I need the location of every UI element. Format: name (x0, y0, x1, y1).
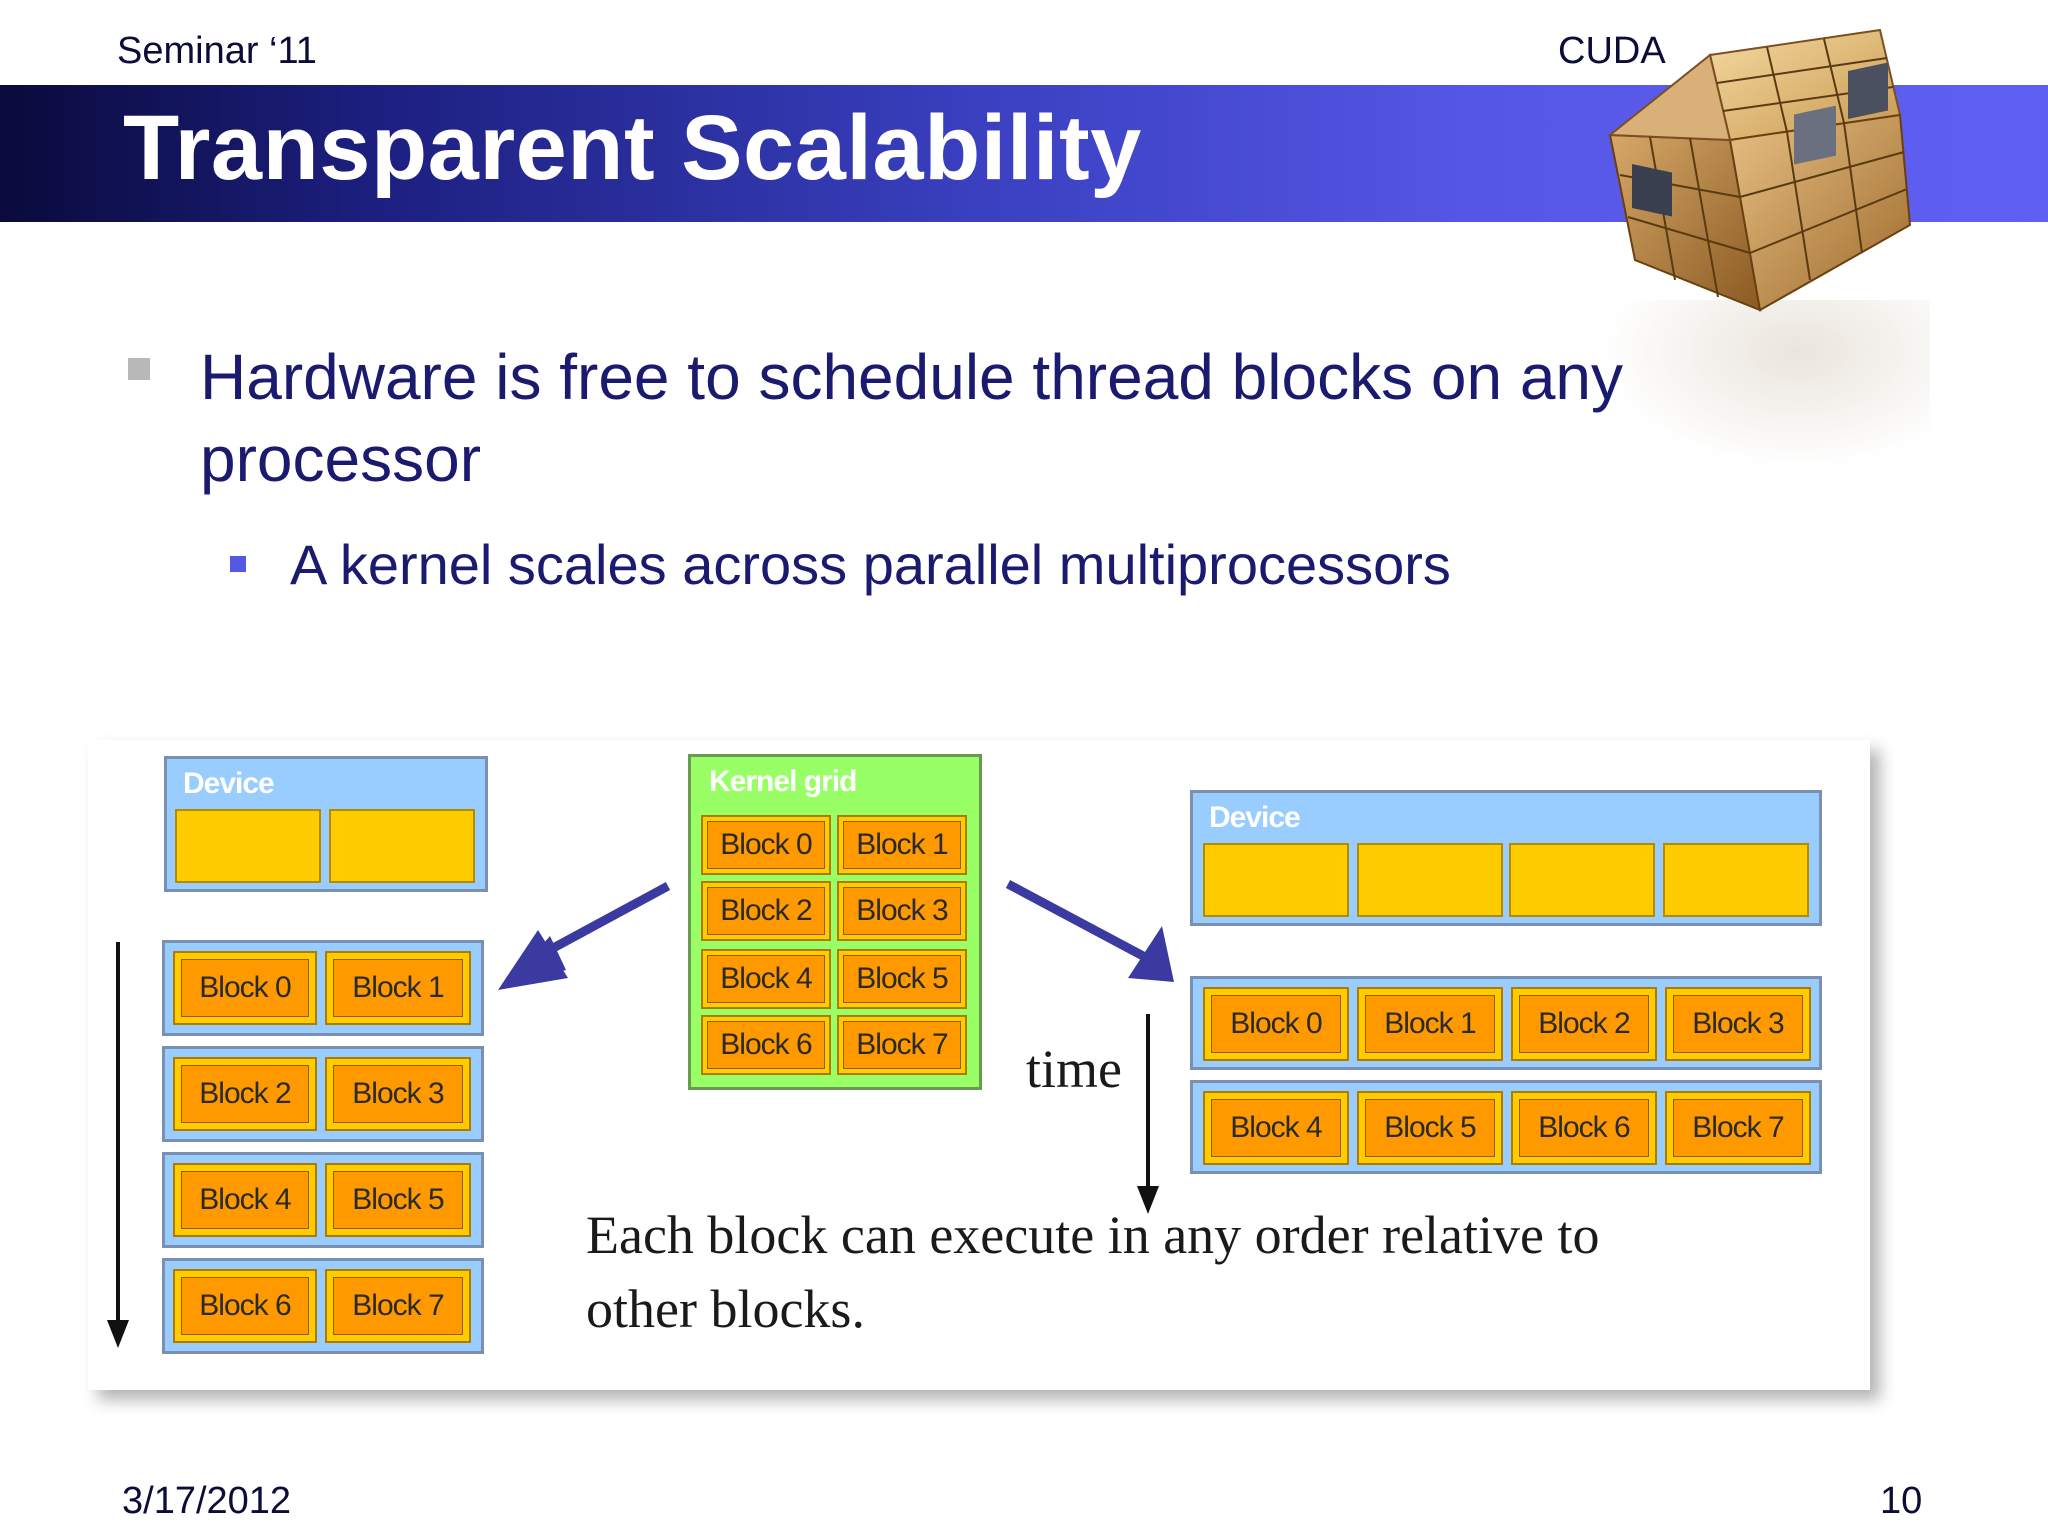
diagram-arrows (107, 880, 1174, 1348)
scalability-diagram: Device Block 0 Block 1 Block 2 Block 3 B… (88, 740, 1870, 1390)
slide-title: Transparent Scalability (123, 97, 1142, 199)
block-label: Block 5 (333, 1171, 463, 1229)
kernel-grid-label: Kernel grid (709, 765, 857, 798)
caption-line2: other blocks. (586, 1279, 865, 1339)
block-label: Block 7 (843, 1021, 961, 1069)
kernel-grid: Kernel grid Block 0 Block 1 Block 2 Bloc… (688, 754, 982, 1090)
time-axis-left (107, 942, 129, 1348)
bullet-text-line2: processor (200, 423, 481, 495)
block: Block 2 (701, 881, 831, 941)
sm-slot (175, 809, 321, 883)
block: Block 4 (701, 949, 831, 1009)
block-label: Block 3 (843, 887, 961, 935)
footer-date: 3/17/2012 (122, 1480, 292, 1522)
arrow-to-left-device (498, 882, 671, 990)
block: Block 6 (1511, 1091, 1657, 1165)
right-row-1: Block 0 Block 1 Block 2 Block 3 (1190, 976, 1822, 1070)
block: Block 5 (325, 1163, 471, 1237)
block-label: Block 0 (1211, 995, 1341, 1053)
cube-logo-icon (1607, 28, 1912, 312)
block-label: Block 1 (1365, 995, 1495, 1053)
bullet-marker (128, 358, 150, 380)
block: Block 6 (173, 1269, 317, 1343)
arrow-to-right-device (1005, 880, 1174, 982)
caption-line1: Each block can execute in any order rela… (586, 1205, 1600, 1265)
cube-reflection (1600, 300, 1930, 470)
time-label: time (1026, 1039, 1122, 1099)
block-label: Block 0 (181, 959, 309, 1017)
sm-slot (1203, 843, 1349, 917)
left-device: Device (164, 756, 488, 892)
block: Block 7 (1665, 1091, 1811, 1165)
bullet-text-line1: Hardware is free to schedule thread bloc… (200, 341, 1623, 413)
block: Block 2 (1511, 987, 1657, 1061)
right-device: Device (1190, 790, 1822, 926)
block: Block 4 (173, 1163, 317, 1237)
left-row-3: Block 4 Block 5 (162, 1152, 484, 1248)
left-row-1: Block 0 Block 1 (162, 940, 484, 1036)
block: Block 0 (1203, 987, 1349, 1061)
block: Block 3 (325, 1057, 471, 1131)
page-number: 10 (1880, 1480, 1923, 1522)
block-label: Block 5 (843, 955, 961, 1003)
block-label: Block 7 (333, 1277, 463, 1335)
block-label: Block 0 (707, 821, 825, 869)
block: Block 3 (837, 881, 967, 941)
block: Block 7 (325, 1269, 471, 1343)
sub-bullet-marker (230, 556, 246, 572)
seminar-label: Seminar ‘11 (117, 30, 317, 72)
block-label: Block 2 (181, 1065, 309, 1123)
block-label: Block 6 (181, 1277, 309, 1335)
block: Block 0 (173, 951, 317, 1025)
block: Block 7 (837, 1015, 967, 1075)
sm-slot (1357, 843, 1503, 917)
block: Block 2 (173, 1057, 317, 1131)
sm-slot (1509, 843, 1655, 917)
block-label: Block 6 (707, 1021, 825, 1069)
topic-label: CUDA (1558, 30, 1666, 72)
block: Block 5 (1357, 1091, 1503, 1165)
block: Block 1 (837, 815, 967, 875)
block: Block 4 (1203, 1091, 1349, 1165)
block: Block 3 (1665, 987, 1811, 1061)
block-label: Block 2 (707, 887, 825, 935)
block: Block 6 (701, 1015, 831, 1075)
sub-bullet-text: A kernel scales across parallel multipro… (290, 533, 1451, 596)
time-axis-middle (1137, 1014, 1159, 1214)
block-label: Block 1 (843, 821, 961, 869)
sm-slot (329, 809, 475, 883)
block-label: Block 1 (333, 959, 463, 1017)
block: Block 1 (325, 951, 471, 1025)
block-label: Block 4 (707, 955, 825, 1003)
block-label: Block 2 (1519, 995, 1649, 1053)
block-label: Block 7 (1673, 1099, 1803, 1157)
left-row-2: Block 2 Block 3 (162, 1046, 484, 1142)
block: Block 5 (837, 949, 967, 1009)
right-device-label: Device (1209, 801, 1301, 834)
block-label: Block 3 (333, 1065, 463, 1123)
block: Block 0 (701, 815, 831, 875)
right-row-2: Block 4 Block 5 Block 6 Block 7 (1190, 1080, 1822, 1174)
block-label: Block 6 (1519, 1099, 1649, 1157)
sm-slot (1663, 843, 1809, 917)
block: Block 1 (1357, 987, 1503, 1061)
left-device-label: Device (183, 767, 275, 800)
block-label: Block 3 (1673, 995, 1803, 1053)
block-label: Block 4 (181, 1171, 309, 1229)
left-row-4: Block 6 Block 7 (162, 1258, 484, 1354)
block-label: Block 4 (1211, 1099, 1341, 1157)
block-label: Block 5 (1365, 1099, 1495, 1157)
